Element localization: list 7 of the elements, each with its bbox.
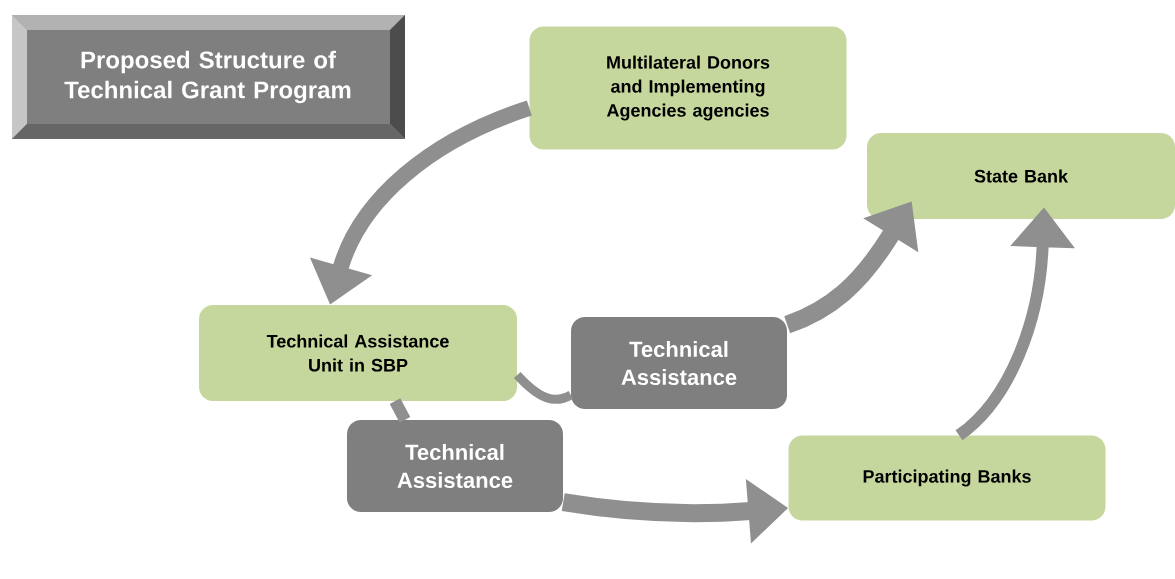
title-box: Proposed Structure of Technical Grant Program xyxy=(12,15,405,139)
process-box: State Bank xyxy=(867,133,1175,219)
process-box: Technical Assistance Unit in SBP xyxy=(199,305,517,401)
process-box: Multilateral Donors and Implementing Agencies agencies xyxy=(529,26,847,150)
process-box: Participating Banks xyxy=(788,435,1106,521)
label-box: Technical Assistance xyxy=(571,317,787,409)
label-box: Technical Assistance xyxy=(347,420,563,512)
